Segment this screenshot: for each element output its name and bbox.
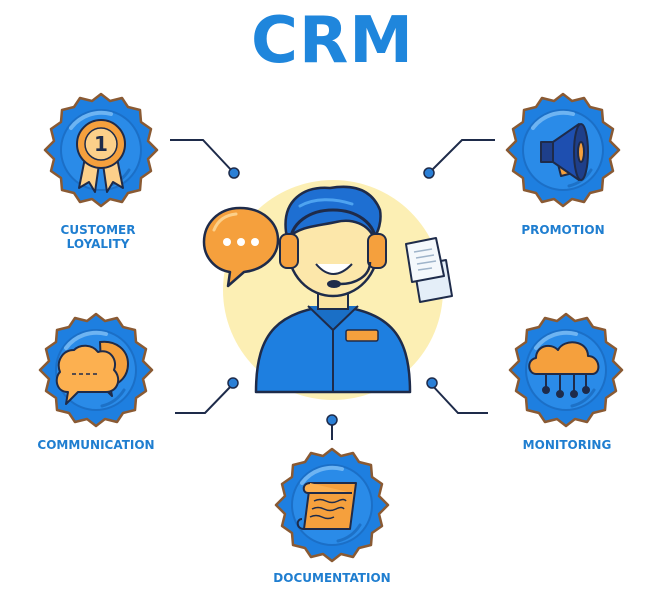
scroll-document-icon <box>296 482 357 530</box>
connector-monitoring <box>430 383 488 414</box>
connector-dots <box>227 167 438 426</box>
node-customer-loyality: 1 <box>43 92 159 208</box>
cloud-network-icon <box>528 341 600 398</box>
label-monitoring: MONITORING <box>522 438 612 452</box>
diagram-title: CRM <box>251 4 414 78</box>
connector-customer-loyality <box>170 139 234 173</box>
connector-promotion <box>429 139 495 173</box>
connector-communication <box>175 383 234 414</box>
label-communication: COMMUNICATION <box>37 438 155 452</box>
node-documentation <box>274 447 390 563</box>
node-promotion <box>505 92 621 208</box>
label-documentation: DOCUMENTATION <box>273 571 391 585</box>
medal-badge-icon: 1 <box>76 119 126 193</box>
label-customer-loyality: CUSTOMER LOYALITY <box>60 223 136 251</box>
connectors <box>170 139 495 440</box>
node-communication <box>38 312 154 428</box>
label-promotion: PROMOTION <box>521 223 605 237</box>
node-monitoring <box>508 312 624 428</box>
megaphone-icon <box>540 123 589 181</box>
medal-number: 1 <box>94 132 108 156</box>
chat-bubbles-icon <box>55 340 129 405</box>
customer-support-agent-icon <box>202 180 453 400</box>
